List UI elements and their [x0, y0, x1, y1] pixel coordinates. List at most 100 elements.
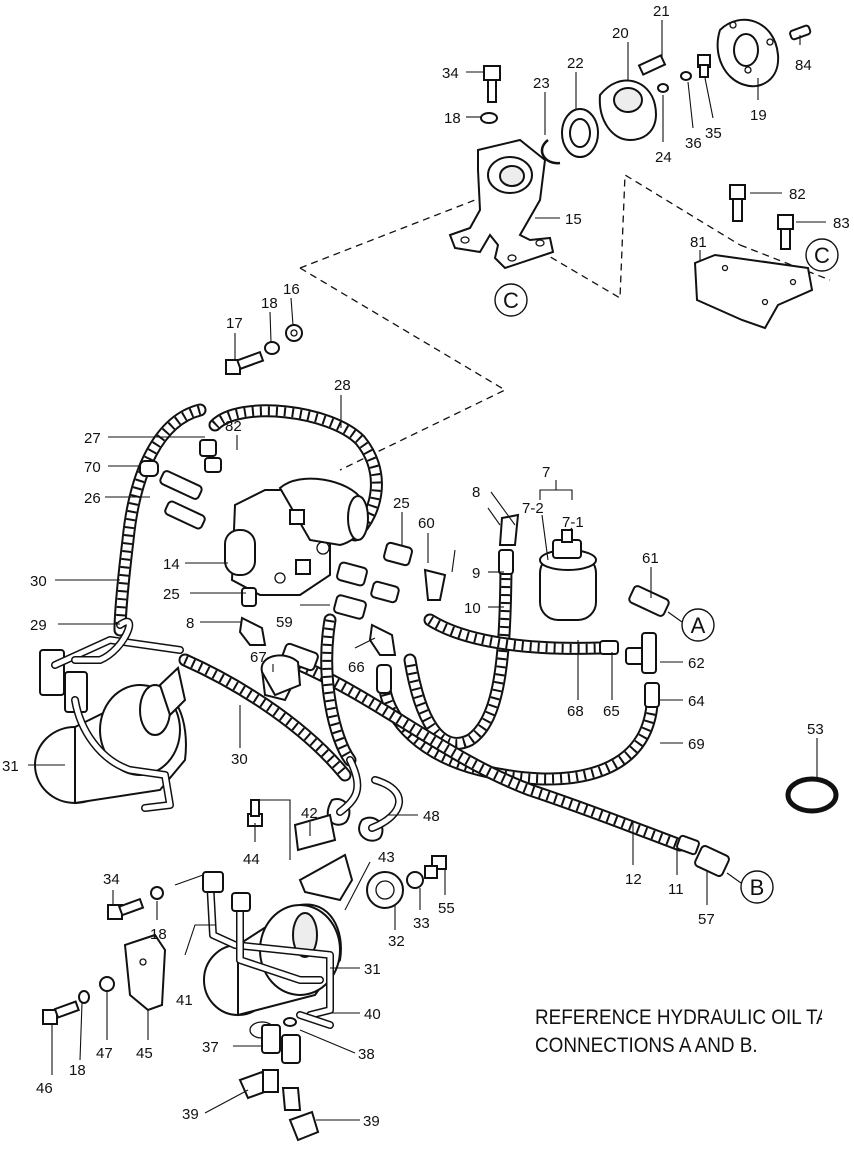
part-label: 64 [688, 693, 705, 710]
part-label: 39 [363, 1113, 380, 1130]
part-label: 70 [84, 459, 101, 476]
part-label: 24 [655, 149, 672, 166]
part-label: 21 [653, 3, 670, 20]
flange-20 [598, 54, 669, 142]
bearing-22 [561, 108, 599, 158]
pump-14 [224, 477, 369, 596]
hoses [113, 403, 687, 852]
part-label: 32 [388, 933, 405, 950]
reference-dashed-lines [299, 173, 831, 471]
part-number-labels: 21 20 84 34 23 22 18 19 36 35 24 15 82 8… [2, 3, 850, 1130]
tee-62 [625, 632, 657, 674]
part-label: 59 [276, 614, 293, 631]
part-label: 43 [378, 849, 395, 866]
bracket-45 [123, 933, 167, 1012]
part-label: 19 [750, 107, 767, 124]
part-label: 84 [795, 57, 812, 74]
note-line-2: CONNECTIONS A AND B. [535, 1034, 758, 1057]
svg-text:A: A [691, 613, 706, 638]
part-label: 14 [163, 556, 180, 573]
plates-42-43 [293, 813, 354, 902]
part-label: 7 [542, 464, 550, 481]
lower-pump-pipes [202, 871, 334, 1019]
part-label: 45 [136, 1045, 153, 1062]
part-label: 36 [685, 135, 702, 152]
part-label: 82 [789, 186, 806, 203]
callout-c-right: C [805, 238, 839, 272]
part-label: 57 [698, 911, 715, 928]
part-label: 16 [283, 281, 300, 298]
part-label: 12 [625, 871, 642, 888]
part-label: 39 [182, 1106, 199, 1123]
part-label: 38 [358, 1046, 375, 1063]
part-label: 18 [444, 110, 461, 127]
hose-clamp-53 [785, 776, 839, 814]
pump-31-left-pipes [51, 617, 184, 812]
part-label: 69 [688, 736, 705, 753]
part-label: 9 [472, 565, 480, 582]
part-label: 8 [186, 615, 194, 632]
callout-c-left: C [494, 283, 528, 317]
fittings-37-38-39 [238, 1011, 334, 1142]
bolt-17-washers [225, 324, 303, 375]
part-label: 8 [472, 484, 480, 501]
part-label: 27 [84, 430, 101, 447]
screw-35-washer-36 [680, 54, 711, 81]
part-label: 60 [418, 515, 435, 532]
part-label: 18 [261, 295, 278, 312]
leader-lines [28, 20, 826, 1121]
washer-18-top [480, 112, 498, 124]
part-label: 83 [833, 215, 850, 232]
part-label: 25 [163, 586, 180, 603]
part-label: 30 [231, 751, 248, 768]
part-label: 42 [301, 805, 318, 822]
part-label: 17 [226, 315, 243, 332]
part-label: 29 [30, 617, 47, 634]
part-label: 62 [688, 655, 705, 672]
part-label: 23 [533, 75, 550, 92]
coupling-19 [716, 18, 780, 88]
part-label: 30 [30, 573, 47, 590]
bolt-46-washers [42, 976, 115, 1025]
part-label: 22 [567, 55, 584, 72]
part-label: 25 [393, 495, 410, 512]
part-label: 18 [150, 926, 167, 943]
part-label: 67 [250, 649, 267, 666]
part-label: 68 [567, 703, 584, 720]
screw-44 [247, 799, 263, 827]
fitting-61 [628, 585, 670, 617]
part-label: 11 [668, 881, 684, 898]
part-label: 7-2 [522, 500, 544, 517]
callout-a: A [667, 608, 715, 642]
part-label: 34 [103, 871, 120, 888]
gear-32 [366, 871, 404, 909]
part-label: 65 [603, 703, 620, 720]
part-label: 37 [202, 1039, 219, 1056]
fitting-57 [694, 845, 730, 877]
part-label: 26 [84, 490, 101, 507]
note-line-1: REFERENCE HYDRAULIC OIL TA [535, 1006, 823, 1029]
part-label: 41 [176, 992, 193, 1009]
part-label: 44 [243, 851, 260, 868]
svg-text:C: C [503, 288, 519, 313]
svg-text:B: B [750, 875, 765, 900]
part-label: 20 [612, 25, 629, 42]
part-label: 34 [442, 65, 459, 82]
part-label: 7-1 [562, 514, 584, 531]
part-label: 15 [565, 211, 582, 228]
washer-33-screw-55 [406, 855, 447, 889]
part-label: 82 [225, 418, 242, 435]
callout-b: B [726, 870, 774, 904]
part-label: 81 [690, 234, 707, 251]
part-label: 48 [423, 808, 440, 825]
part-label: 61 [642, 550, 659, 567]
part-label: 31 [2, 758, 19, 775]
part-label: 47 [96, 1045, 113, 1062]
part-label: 28 [334, 377, 351, 394]
part-label: 31 [364, 961, 381, 978]
part-label: 33 [413, 915, 430, 932]
plate-81 [693, 253, 814, 330]
part-label: 55 [438, 900, 455, 917]
part-label: 18 [69, 1062, 86, 1079]
bolt-34-top [483, 65, 501, 103]
